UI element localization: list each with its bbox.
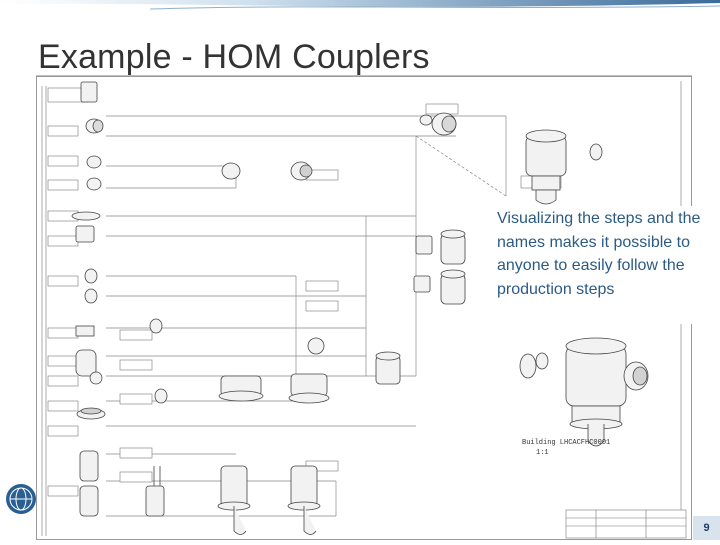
drawing-canvas: [36, 76, 692, 540]
drawing-title-block: [565, 509, 687, 539]
page-title: Example - HOM Couplers: [38, 38, 430, 76]
callout-box: [494, 206, 712, 324]
part-labels: [47, 87, 562, 497]
institution-logo-icon: [4, 482, 38, 516]
page-number: 9: [693, 516, 720, 540]
hom-coupler-part-icon: [71, 81, 649, 535]
building-scale: 1:1: [536, 449, 549, 457]
title-divider: [36, 75, 692, 76]
callout-text: Visualizing the steps and the names make…: [497, 210, 701, 298]
building-label: Building LHCACFHC0001: [522, 439, 611, 447]
production-flow-drawing: Building LHCACFHC0001 1:1: [36, 76, 692, 540]
header-decoration: [0, 0, 720, 14]
